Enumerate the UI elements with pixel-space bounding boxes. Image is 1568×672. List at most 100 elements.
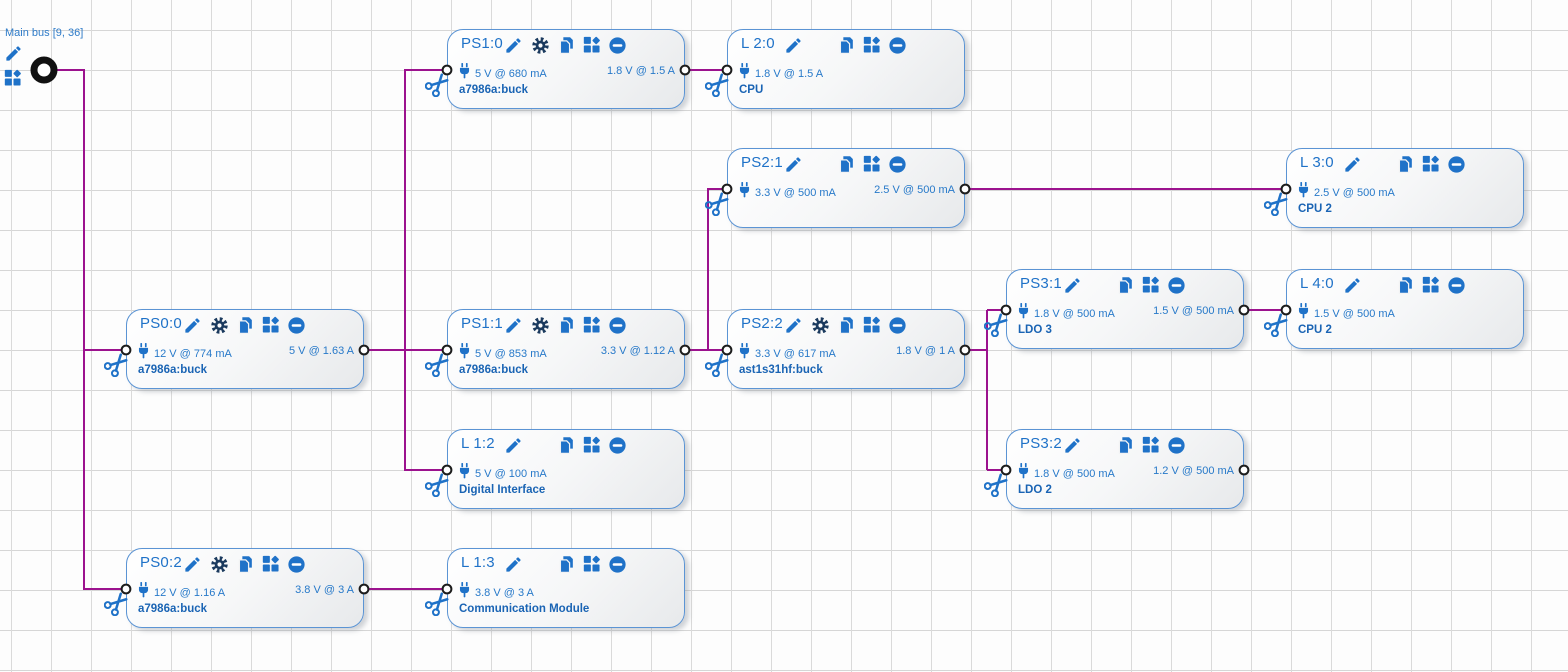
minus-circle-icon[interactable] xyxy=(607,35,627,55)
scissors-icon[interactable] xyxy=(424,471,451,498)
minus-circle-icon[interactable] xyxy=(887,154,907,174)
copy-icon[interactable] xyxy=(1395,154,1415,174)
blocks-icon[interactable] xyxy=(862,154,882,174)
blocks-icon[interactable] xyxy=(1421,154,1441,174)
blocks-icon[interactable] xyxy=(582,35,602,55)
gear-icon[interactable] xyxy=(209,315,229,335)
wire[interactable] xyxy=(404,69,447,350)
scissors-icon[interactable] xyxy=(424,590,451,617)
minus-circle-icon[interactable] xyxy=(1446,275,1466,295)
pencil-icon[interactable] xyxy=(503,435,523,455)
gear-icon[interactable] xyxy=(209,554,229,574)
minus-circle-icon[interactable] xyxy=(286,315,306,335)
copy-icon[interactable] xyxy=(235,554,255,574)
minus-circle-icon[interactable] xyxy=(607,554,627,574)
blocks-icon[interactable] xyxy=(582,554,602,574)
pencil-icon[interactable] xyxy=(503,35,523,55)
blocks-icon[interactable] xyxy=(582,435,602,455)
gear-icon[interactable] xyxy=(810,315,830,335)
copy-icon[interactable] xyxy=(556,554,576,574)
blocks-icon[interactable] xyxy=(582,315,602,335)
scissors-icon[interactable] xyxy=(1263,190,1290,217)
blocks-icon[interactable] xyxy=(4,69,22,87)
blocks-icon[interactable] xyxy=(261,554,281,574)
copy-icon[interactable] xyxy=(556,315,576,335)
scissors-icon[interactable] xyxy=(424,71,451,98)
copy-icon[interactable] xyxy=(836,315,856,335)
scissors-icon[interactable] xyxy=(983,471,1010,498)
wire[interactable] xyxy=(707,188,727,350)
node-part-name: a7986a:buck xyxy=(138,364,208,376)
node-part-name: CPU 2 xyxy=(1298,324,1332,336)
wire[interactable] xyxy=(404,350,447,471)
node-part-name: LDO 2 xyxy=(1018,484,1052,496)
minus-circle-icon[interactable] xyxy=(1446,154,1466,174)
minus-circle-icon[interactable] xyxy=(607,435,627,455)
node-part-name: a7986a:buck xyxy=(459,364,529,376)
pencil-icon[interactable] xyxy=(783,35,803,55)
blocks-icon[interactable] xyxy=(862,35,882,55)
scissors-icon[interactable] xyxy=(103,351,130,378)
copy-icon[interactable] xyxy=(836,35,856,55)
pencil-icon[interactable] xyxy=(182,554,202,574)
scissors-icon[interactable] xyxy=(1263,311,1290,338)
output-rating: 5 V @ 1.63 A xyxy=(289,345,354,357)
minus-circle-icon[interactable] xyxy=(1166,435,1186,455)
minus-circle-icon[interactable] xyxy=(887,315,907,335)
copy-icon[interactable] xyxy=(1115,275,1135,295)
blocks-icon[interactable] xyxy=(862,315,882,335)
blocks-icon[interactable] xyxy=(1141,435,1161,455)
gear-icon[interactable] xyxy=(530,315,550,335)
pencil-icon[interactable] xyxy=(4,44,24,64)
pencil-icon[interactable] xyxy=(1342,154,1362,174)
input-rating: 1.8 V @ 500 mA xyxy=(1034,468,1115,480)
copy-icon[interactable] xyxy=(1115,435,1135,455)
pencil-icon[interactable] xyxy=(1342,275,1362,295)
pencil-icon[interactable] xyxy=(503,315,523,335)
pencil-icon[interactable] xyxy=(503,554,523,574)
blocks-icon[interactable] xyxy=(1421,275,1441,295)
pencil-icon[interactable] xyxy=(182,315,202,335)
pencil-icon[interactable] xyxy=(783,154,803,174)
scissors-icon[interactable] xyxy=(103,590,130,617)
copy-icon[interactable] xyxy=(235,315,255,335)
gear-icon[interactable] xyxy=(530,35,550,55)
copy-icon[interactable] xyxy=(1395,275,1415,295)
blocks-icon[interactable] xyxy=(261,315,281,335)
copy-icon[interactable] xyxy=(556,35,576,55)
wire[interactable] xyxy=(83,350,126,590)
node-title: L 3:0 xyxy=(1300,154,1334,171)
scissors-icon[interactable] xyxy=(704,351,731,378)
pencil-icon[interactable] xyxy=(1062,275,1082,295)
minus-circle-icon[interactable] xyxy=(607,315,627,335)
copy-icon[interactable] xyxy=(836,154,856,174)
scissors-icon[interactable] xyxy=(704,71,731,98)
scissors-icon[interactable] xyxy=(983,311,1010,338)
copy-icon[interactable] xyxy=(556,435,576,455)
minus-circle-icon[interactable] xyxy=(887,35,907,55)
scissors-icon[interactable] xyxy=(704,190,731,217)
pencil-icon[interactable] xyxy=(1062,435,1082,455)
blocks-icon[interactable] xyxy=(1141,275,1161,295)
main-bus-node[interactable] xyxy=(27,53,61,87)
minus-circle-icon[interactable] xyxy=(1166,275,1186,295)
output-rating: 1.8 V @ 1 A xyxy=(896,345,955,357)
scissors-icon[interactable] xyxy=(424,351,451,378)
minus-circle-icon[interactable] xyxy=(286,554,306,574)
wire[interactable] xyxy=(57,69,126,351)
pencil-icon[interactable] xyxy=(783,315,803,335)
